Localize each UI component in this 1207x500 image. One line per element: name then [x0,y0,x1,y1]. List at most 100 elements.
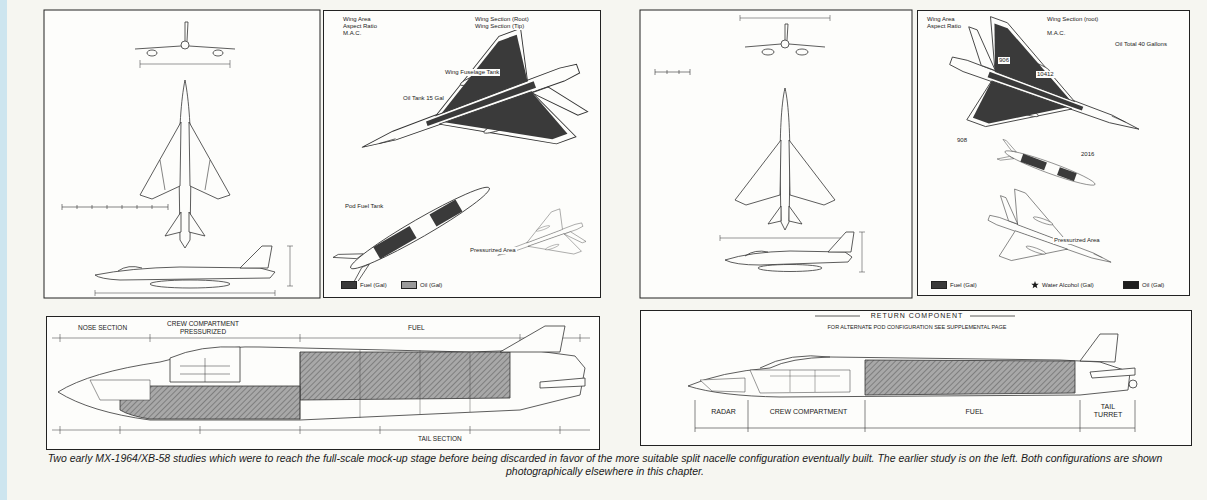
three-view-drawing [287,246,293,286]
legend-entry: Oil (Gal) [400,281,443,289]
inboard-profile [688,316,1137,432]
part-label: TAIL TURRET [1090,403,1126,420]
inboard-profile [300,350,470,420]
three-view-drawing [758,265,822,272]
three-view-drawing [828,232,854,252]
three-view-drawing [185,22,188,41]
inboard-profile [52,426,590,434]
three-view-drawing [745,251,768,256]
diagram-panel: Wing AreaAspect RatioWing Section (root)… [917,10,1190,296]
three-view-drawing [147,50,157,56]
three-view-drawing [735,140,781,205]
three-view-drawing [785,24,788,40]
inboard-profile [58,347,585,420]
three-view-drawing [95,267,275,280]
part-label: RETURN COMPONENT [831,312,1003,320]
inboard-profile [1090,368,1135,378]
part-label: Oil Total 40 Gallons [1114,41,1182,48]
three-view-drawing [725,251,852,265]
legend-entry: Fuel (Gal) [340,281,388,289]
part-label: Pod Fuel Tank [344,203,384,210]
part-label: CREW COMPARTMENT [749,408,868,416]
inboard-profile [170,347,240,382]
inboard-profile [700,378,745,392]
three-view-drawing [135,46,235,49]
legend-label: Water Alcohol (Gal) [1042,282,1094,288]
legend-symbol [1031,281,1039,289]
fuel-diagram [409,30,568,178]
legend-label: Oil (Gal) [1142,282,1164,288]
legend-entry: Oil (Gal) [1122,281,1165,289]
inboard-profile [1080,334,1118,362]
part-label: M.A.C. [342,30,362,37]
three-view-drawing [655,15,865,272]
panel-ground [640,10,912,298]
legend-swatch [1123,281,1139,289]
three-view-drawing [140,122,181,199]
part-label: Wing Section (root) [1046,16,1099,23]
part-label: Pressurized Area [1053,237,1101,244]
three-view-drawing [62,22,293,296]
fuel-diagram [333,15,600,287]
fuel-diagram [934,9,1158,293]
star-symbol [1031,281,1039,288]
inboard-profile [695,400,1135,432]
inboard-profile [770,370,840,392]
figure-caption: Two early MX-1964/XB-58 studies which we… [40,452,1170,477]
part-label: FUEL [407,324,426,332]
diagram-panel: Wing AreaAspect RatioM.A.C.Wing Section … [323,10,601,298]
inboard-profile [865,360,1075,395]
part-label: FOR ALTERNATE POD CONFIGURATION SEE SUPP… [781,324,1053,331]
part-label: Wing Section (Tip) [474,23,525,30]
three-view-drawing [160,160,210,190]
three-view-drawing [768,206,802,224]
fuel-diagram [996,139,1099,193]
part-label: 908 [956,137,968,144]
three-view-drawing [780,88,790,230]
part-label: Aspect Ratio [926,23,962,30]
three-view-drawing [762,49,774,55]
part-label: 2016 [1080,151,1095,158]
three-view-drawing [189,122,230,199]
panel-ground [917,10,1190,296]
panel-ground [44,10,1192,450]
diagram-panel: RETURN COMPONENT FOR ALTERNATE POD CONFIG… [640,310,1192,446]
part-label: 10412 [1036,71,1055,78]
panel-ground [323,10,601,298]
three-view-drawing [859,232,865,272]
legend-swatch [341,281,357,289]
inboard-profile [52,326,590,434]
part-label: Wing Fuselage Tank [444,69,500,76]
inboard-profile [52,334,590,342]
three-view-drawing [745,44,825,47]
fuel-diagram [333,172,497,286]
inboard-profile [688,357,1130,397]
fuel-diagram [934,9,1158,176]
three-view-drawing [140,60,230,68]
inboard-profile [695,428,1135,429]
three-view-drawing [796,49,808,55]
part-label: RADAR [696,408,751,416]
fuel-diagram [490,203,591,278]
legend-entry: Water Alcohol (Gal) [1030,281,1095,289]
inboard-profile [500,326,565,352]
fuel-diagram [342,15,599,207]
inboard-profile [540,378,585,388]
three-view-drawing [150,280,230,288]
three-view-drawing [789,140,835,205]
legend-label: Fuel (Gal) [950,282,977,288]
panel-ground [44,10,320,298]
three-view-drawing [181,41,189,49]
panel-ground [46,316,600,450]
legend-entry: Fuel (Gal) [930,281,978,289]
legend-label: Fuel (Gal) [360,282,387,288]
part-label: 906 [998,57,1010,64]
three-view-drawing [720,235,850,241]
legend-swatch [401,281,417,289]
three-view-drawing [781,40,789,48]
inboard-profile [180,358,230,382]
fuel-diagram [962,23,1100,152]
diagram-panel: NOSE SECTIONCREW COMPARTMENT PRESSURIZED… [46,316,600,450]
inboard-profile [1129,380,1137,388]
